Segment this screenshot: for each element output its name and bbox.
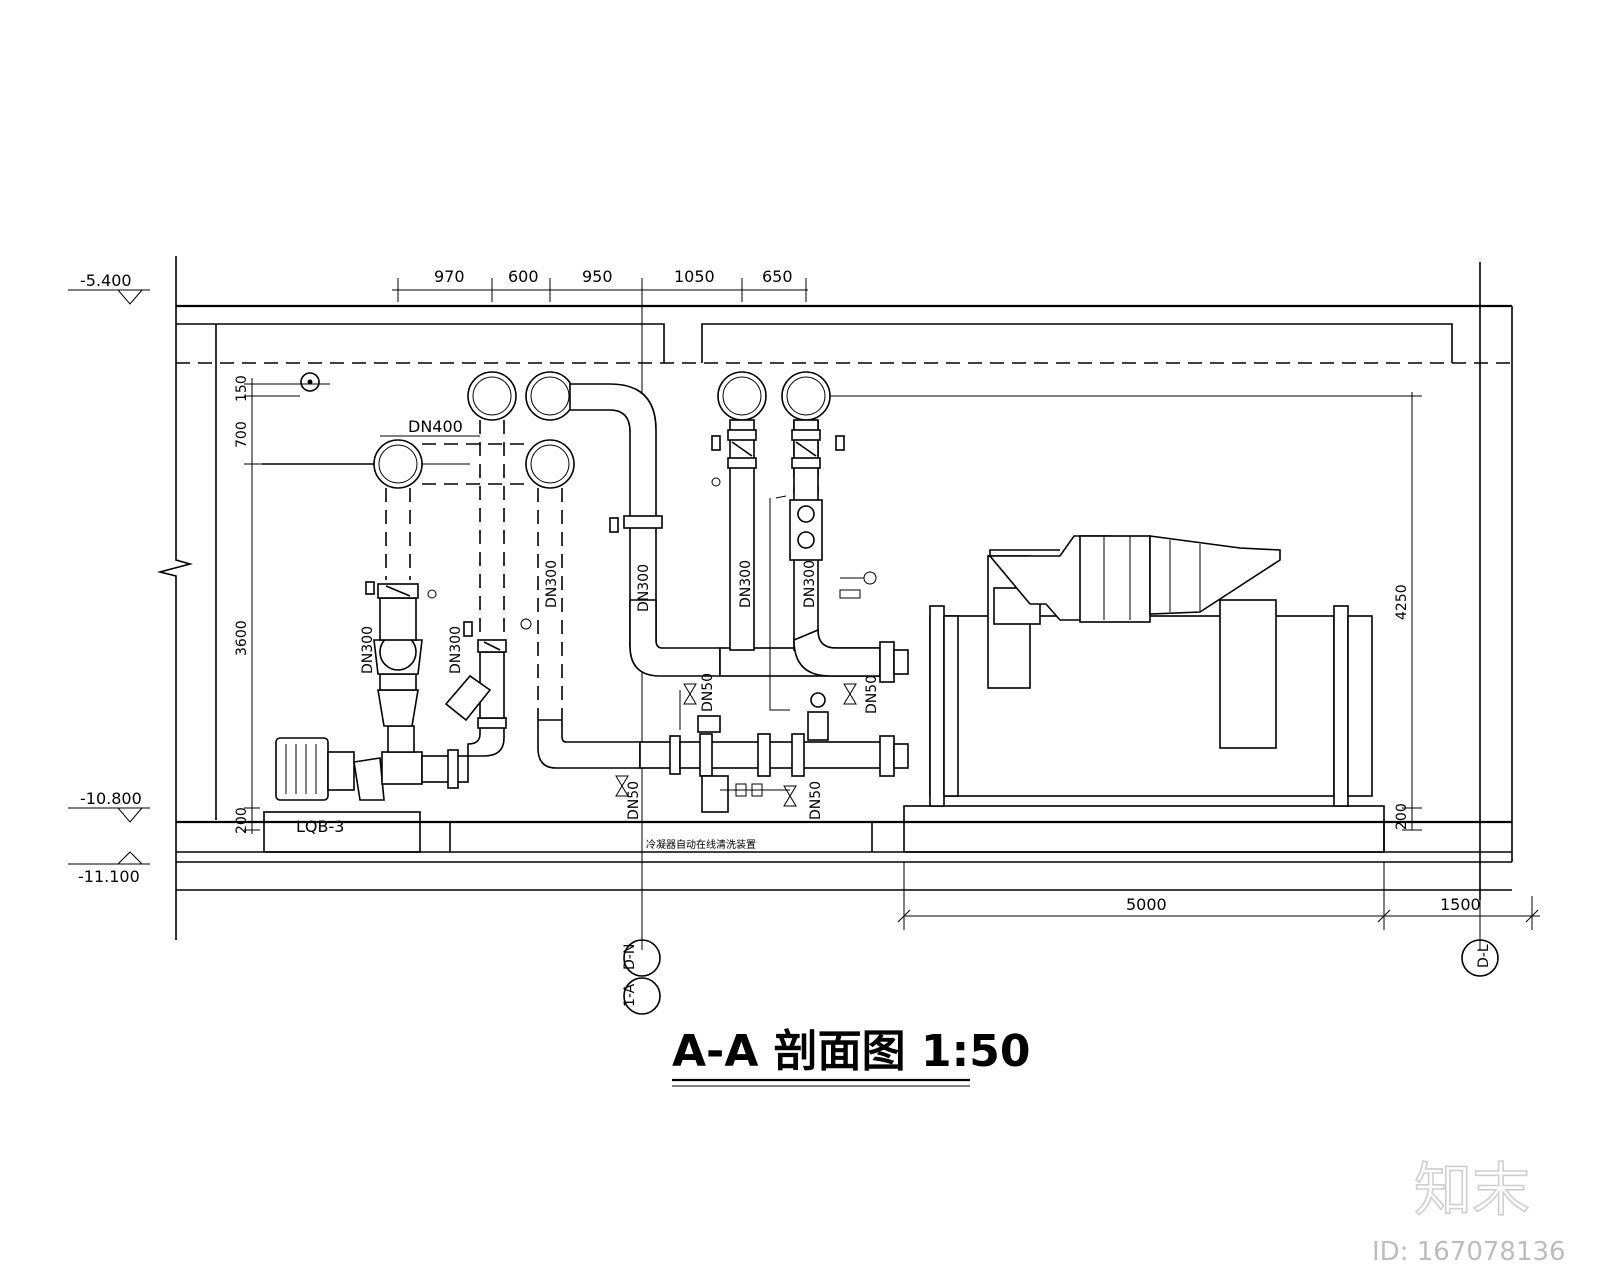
- dim-top-5: 650: [762, 267, 793, 286]
- label-dn300-riser-c: DN300: [636, 564, 652, 612]
- axis-label-1a: 1-A: [622, 983, 638, 1007]
- compressor-volute: [1079, 535, 1151, 623]
- watermark: 知末 ID: 167078136: [1372, 1155, 1566, 1267]
- pump-tag: LQB-3: [296, 817, 344, 836]
- pump-outlet: [381, 751, 423, 785]
- label-dn300-riser-a: DN300: [448, 626, 464, 674]
- drawing-title: A-A 剖面图 1:50: [672, 1026, 1030, 1087]
- axis-label-dl: D-L: [1476, 944, 1492, 968]
- header-pipe-2: [525, 371, 575, 421]
- left-dimension-chain: 150 700 3600 200: [234, 372, 470, 834]
- cleaning-device-note: 冷凝器自动在线清洗装置: [646, 838, 756, 851]
- pump-assembly: LQB-3 DN300 DN300: [263, 581, 532, 853]
- axis-bubble-1a: [623, 977, 661, 1015]
- dim-top-2: 600: [508, 267, 539, 286]
- header-pipes: DN400: [262, 371, 831, 489]
- label-dn300-riser-e: DN300: [802, 560, 818, 608]
- header-pipe-dn400-a: [373, 439, 423, 489]
- left-wall-line: [156, 256, 194, 940]
- elevation-floor: -10.800: [80, 789, 142, 808]
- top-dimension-chain: 970 600 950 1050 650: [392, 267, 808, 302]
- watermark-logo: 知末: [1414, 1156, 1530, 1224]
- chiller-control-box: [1219, 599, 1277, 749]
- dim-left-200: 200: [234, 807, 250, 834]
- elevation-slab-bottom: -11.100: [78, 867, 140, 886]
- gauge-icon-2: [520, 618, 532, 630]
- gauge-icon: [427, 589, 437, 599]
- dim-right-200: 200: [1394, 803, 1410, 830]
- dim-bottom-5000: 5000: [1126, 895, 1167, 914]
- bottom-dimension-chain: 5000 1500: [897, 862, 1540, 930]
- dim-left-700: 700: [234, 421, 250, 448]
- building-structure: [156, 256, 1513, 940]
- header-pipe-4: [781, 371, 831, 421]
- chiller-unit: [903, 535, 1385, 853]
- label-dn300-riser-d: DN300: [738, 560, 754, 608]
- chiller-base: [903, 805, 1385, 853]
- dim-right-4250: 4250: [1394, 584, 1410, 620]
- dim-left-150: 150: [234, 375, 250, 402]
- pump-base: [263, 811, 421, 853]
- flow-switch-box: [789, 499, 823, 561]
- pump-coupling: [327, 751, 355, 791]
- label-dn300-pump: DN300: [360, 626, 376, 674]
- label-dn50-b: DN50: [626, 781, 642, 820]
- dim-top-3: 950: [582, 267, 613, 286]
- lower-pipe-assembly: DN50 DN50 DN50 冷凝器自动在线清洗装置: [615, 641, 909, 851]
- header-pipe-3: [717, 371, 767, 421]
- label-dn50-a: DN50: [700, 673, 716, 712]
- gate-valve-handle: [365, 581, 375, 595]
- valve-actuator: [697, 715, 721, 733]
- dim-left-3600: 3600: [234, 620, 250, 656]
- header-pipe-1: [467, 371, 517, 421]
- dim-top-4: 1050: [674, 267, 715, 286]
- elevation-top: -5.400: [80, 271, 132, 290]
- label-dn50-c: DN50: [864, 675, 880, 714]
- label-dn400: DN400: [408, 417, 463, 436]
- label-dn300-riser-b: DN300: [544, 560, 560, 608]
- elevation-markers: -5.400 -10.800 -11.100: [68, 271, 150, 886]
- watermark-id: ID: 167078136: [1372, 1237, 1566, 1267]
- label-dn50-d: DN50: [808, 781, 824, 820]
- drain-valve-icon: [615, 775, 629, 797]
- header-pipe-dn400-b: [525, 439, 575, 489]
- pump-casing: [353, 757, 385, 801]
- strainer-icon: [444, 674, 492, 722]
- axis-label-dn: D-N: [622, 944, 638, 970]
- axis-bubble-dl: [1461, 939, 1499, 977]
- right-dimension-chain: 4250 200: [800, 392, 1422, 831]
- dim-top-1: 970: [434, 267, 465, 286]
- pump-motor: [275, 737, 329, 801]
- right-risers: DN300 DN300: [711, 419, 881, 711]
- dim-bottom-1500: 1500: [1440, 895, 1481, 914]
- section-title: A-A 剖面图 1:50: [672, 1026, 1030, 1077]
- axis-bubble-dn: [623, 939, 661, 977]
- air-vent-icon: [300, 372, 320, 392]
